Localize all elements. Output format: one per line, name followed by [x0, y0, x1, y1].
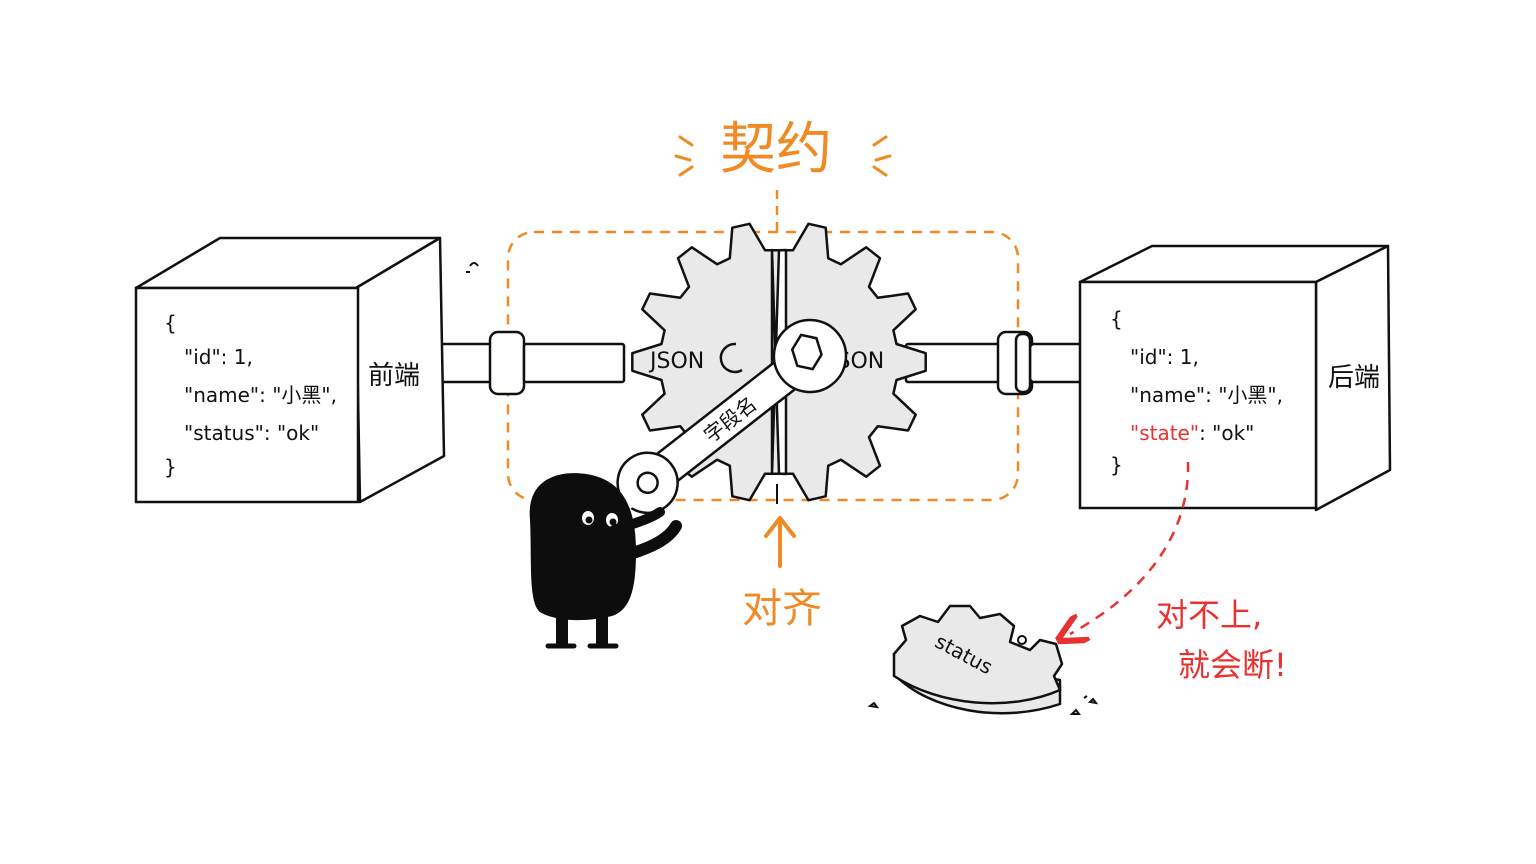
backend-code-name: "name": "小黑",: [1130, 383, 1283, 407]
frontend-code-status: "status": "ok": [184, 421, 319, 445]
backend-code-state-line: "state": "ok": [1130, 421, 1254, 445]
error-label-line1: 对不上,: [1156, 596, 1262, 634]
align-arrow: [764, 516, 796, 568]
frontend-code-open: {: [164, 311, 177, 335]
backend-code-id: "id": 1,: [1130, 345, 1199, 369]
left-gear-label: JSON: [648, 349, 704, 374]
backend-code-close: }: [1110, 453, 1123, 477]
broken-gear: status: [867, 604, 1099, 715]
character-arm: [618, 520, 682, 562]
align-label: 对齐: [742, 586, 822, 632]
character: [466, 262, 682, 649]
gear-puzzle-joint: [719, 342, 743, 374]
contract-title-right-marks: [872, 135, 892, 177]
right-pipe: [904, 330, 1088, 396]
debris: [867, 695, 1099, 715]
contract-title-left-marks: [674, 135, 694, 177]
contract-title-group: 契约: [674, 117, 892, 232]
frontend-code-id: "id": 1,: [184, 345, 253, 369]
backend-code-state-rest: : "ok": [1199, 421, 1254, 445]
error-dashed-arrow: [1070, 461, 1190, 634]
backend-code-state-key: "state": [1130, 421, 1199, 445]
frontend-code-name: "name": "小黑",: [184, 383, 337, 407]
backend-code-open: {: [1110, 307, 1123, 331]
contract-title: 契约: [720, 117, 832, 182]
frontend-code-close: }: [164, 455, 177, 479]
backend-cube: { "id": 1, "name": "小黑", "state": "ok" }…: [1078, 244, 1392, 512]
error-label-line2: 就会断!: [1178, 646, 1287, 684]
align-indicator: 对齐: [742, 484, 822, 632]
broken-gear-top: [892, 604, 1064, 705]
backend-label: 后端: [1328, 363, 1380, 393]
frontend-label: 前端: [368, 361, 420, 391]
character-body: [529, 473, 636, 621]
